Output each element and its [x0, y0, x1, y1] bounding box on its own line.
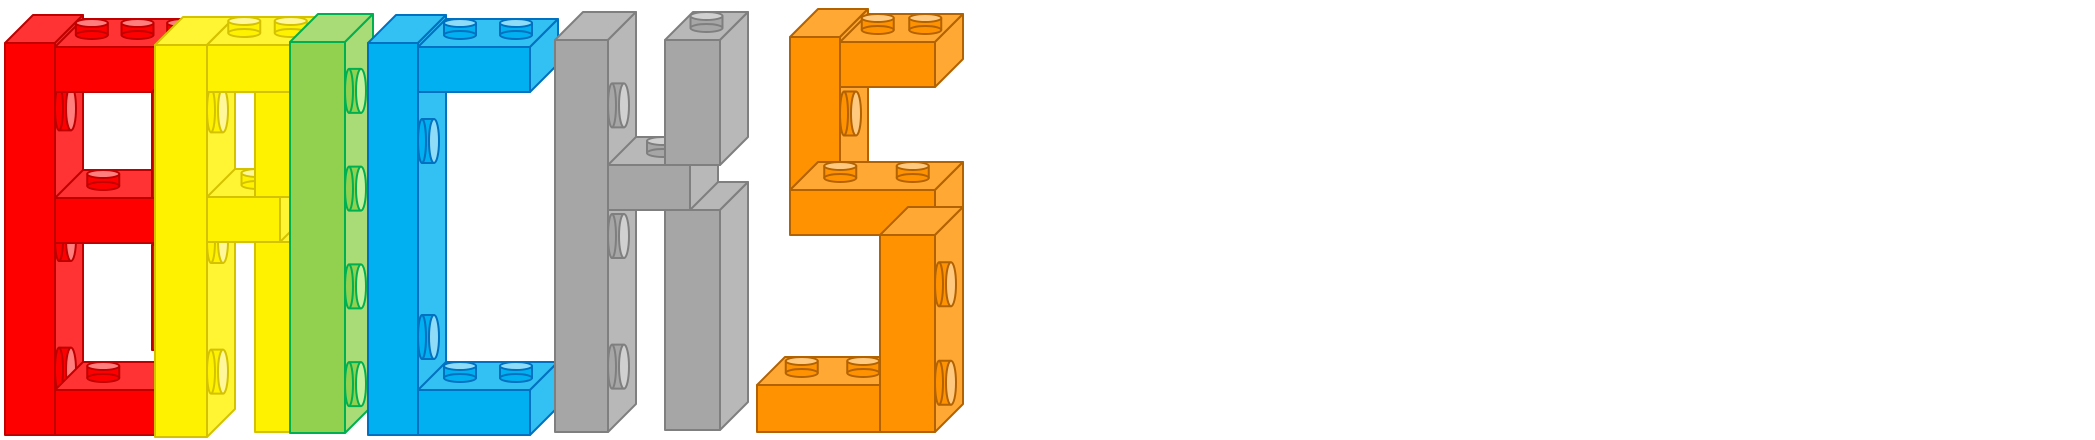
brick-k	[664, 181, 749, 431]
side-stud	[934, 261, 957, 308]
brick-front	[367, 42, 419, 436]
brick-s	[879, 206, 964, 433]
stud	[86, 169, 121, 191]
brick-front	[154, 44, 208, 438]
stud	[227, 16, 262, 38]
stud	[273, 16, 308, 38]
side-stud	[607, 343, 630, 390]
brick-k	[554, 11, 637, 433]
brick-front	[4, 42, 56, 436]
brick-front	[206, 196, 281, 243]
brick-front	[607, 164, 691, 211]
brick-k	[664, 11, 749, 166]
side-stud	[206, 87, 229, 134]
stud	[860, 13, 895, 35]
side-stud	[344, 361, 367, 408]
stud	[443, 361, 477, 383]
brick-k	[607, 136, 719, 211]
stud	[689, 11, 724, 33]
brick-s	[839, 13, 964, 88]
brick-c	[367, 14, 447, 436]
brick-front	[417, 46, 531, 93]
side-stud	[417, 314, 440, 360]
brick-c	[417, 18, 559, 93]
brick-front	[554, 39, 609, 433]
stud	[86, 361, 121, 383]
brick-front	[417, 389, 531, 436]
brick-front	[289, 41, 346, 434]
brick-i	[289, 13, 374, 434]
side-stud	[607, 213, 630, 259]
side-stud	[417, 118, 440, 164]
stud	[895, 161, 930, 183]
stud	[908, 13, 943, 35]
side-stud	[344, 165, 367, 212]
brick-front	[756, 384, 881, 433]
stud	[499, 361, 533, 383]
stud	[784, 356, 819, 378]
brick-front	[664, 209, 721, 431]
brick-side	[719, 181, 749, 431]
stud	[74, 18, 109, 40]
stud	[499, 18, 533, 40]
side-stud	[934, 359, 957, 406]
brick-c	[417, 361, 559, 436]
brick-front	[839, 41, 936, 88]
side-stud	[839, 90, 862, 137]
brick-front	[879, 234, 936, 433]
side-stud	[607, 82, 630, 129]
brick-front	[664, 39, 721, 166]
stud	[846, 356, 881, 378]
brick-top	[789, 161, 964, 191]
side-stud	[344, 67, 367, 114]
brick-front	[206, 44, 301, 93]
stud	[443, 18, 477, 40]
side-stud	[206, 348, 229, 395]
stud	[823, 161, 858, 183]
side-stud	[344, 263, 367, 310]
brick-side	[719, 11, 749, 166]
stud	[120, 18, 155, 40]
